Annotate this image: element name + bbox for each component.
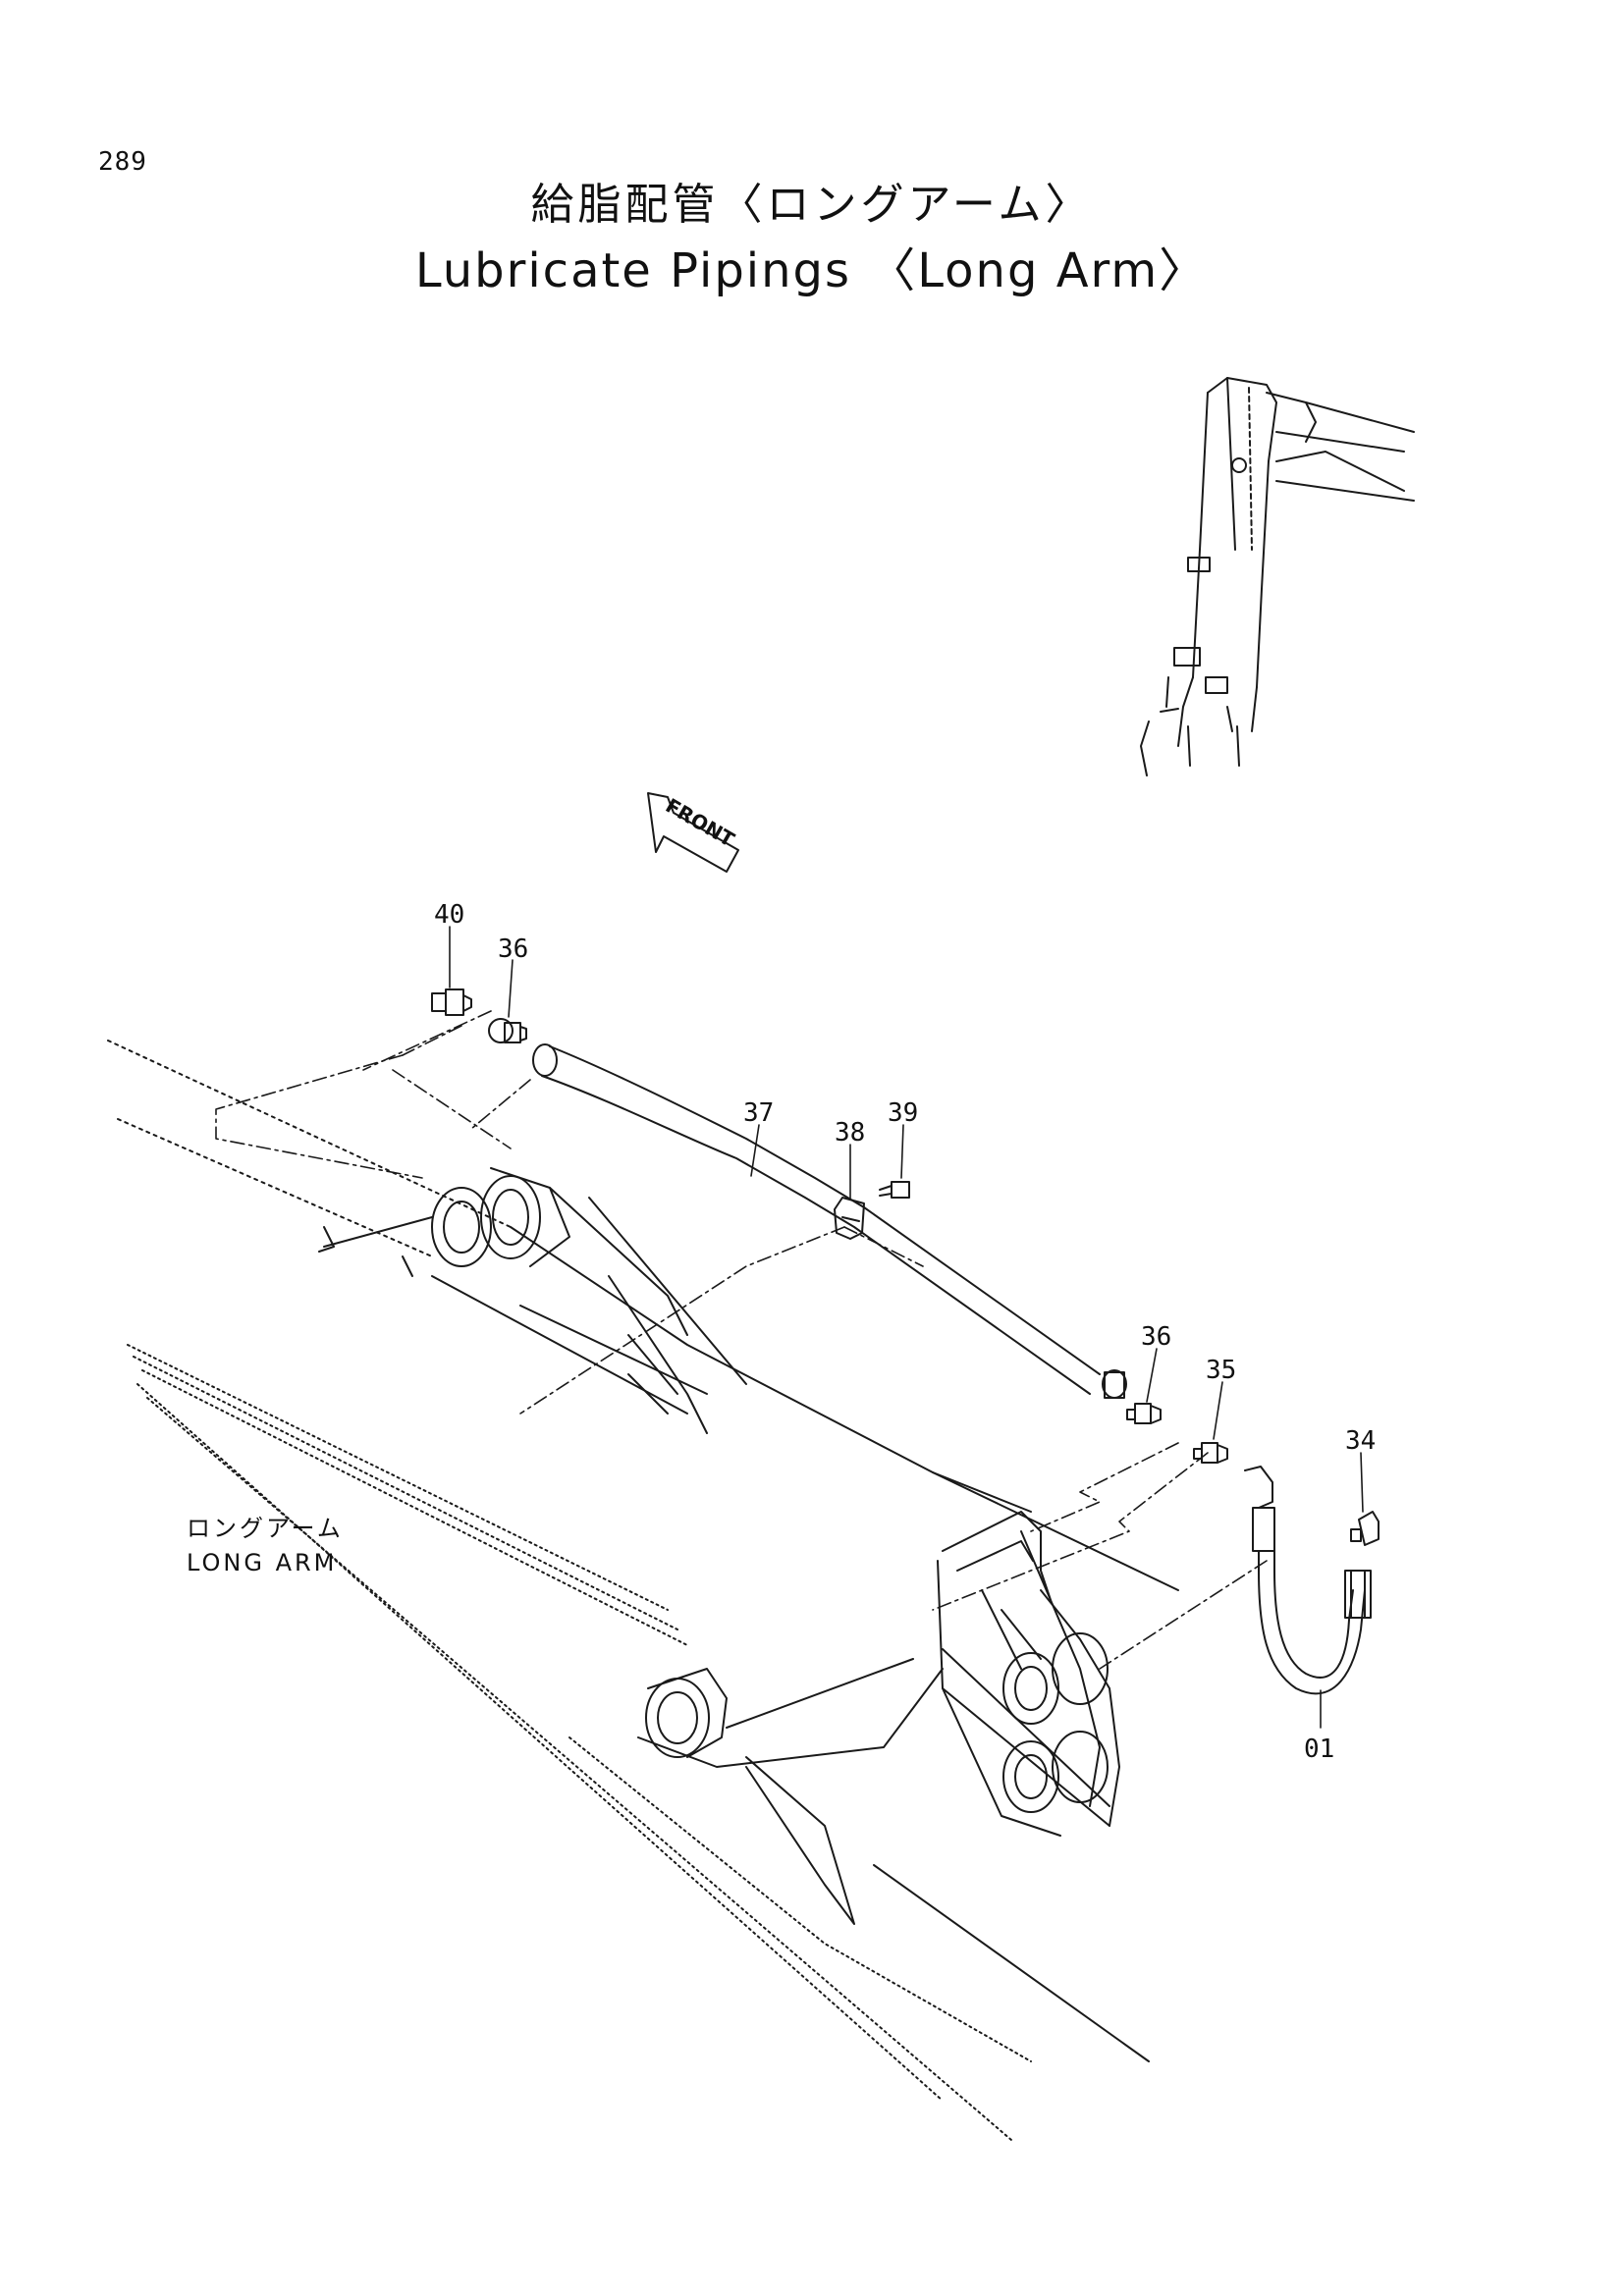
long-arm-label: ロングアーム LONG ARM [187, 1515, 344, 1576]
callout-36-upper: 36 [498, 934, 528, 964]
page-number: 289 [98, 147, 147, 177]
part-36-adapter-upper [488, 1018, 527, 1043]
long-arm-label-en: LONG ARM [187, 1549, 337, 1576]
part-34-elbow-fitting [1350, 1511, 1380, 1546]
callout-numbers: 40 36 37 38 39 36 35 34 01 [434, 900, 1376, 1764]
part-01-hose [1244, 1466, 1372, 1695]
upper-pin-boss [318, 1167, 747, 1434]
long-arm-body [107, 1040, 1179, 2141]
part-39-bolt [879, 1181, 910, 1199]
front-arrow: FRONT [647, 792, 739, 873]
part-40-grease-nipple [431, 988, 472, 1016]
part-37-pipe [532, 1043, 1127, 1399]
leader-lines [449, 926, 1364, 1729]
machine-inset-drawing [1140, 377, 1415, 776]
right-bracket [937, 1511, 1120, 1837]
callout-36-lower: 36 [1141, 1322, 1171, 1352]
part-38-clamp [834, 1197, 865, 1240]
callout-34: 34 [1345, 1426, 1376, 1456]
title-japanese: 給脂配管〈ロングアーム〉 [530, 180, 1093, 230]
front-arrow-label: FRONT [662, 793, 739, 851]
callout-35: 35 [1206, 1356, 1236, 1385]
part-36-adapter-lower [1126, 1403, 1162, 1424]
callout-39: 39 [888, 1098, 918, 1128]
assembly-guide-lines [215, 1010, 1268, 1670]
part-35-elbow [1193, 1442, 1228, 1464]
callout-38: 38 [835, 1118, 865, 1148]
title-english: Lubricate Pipings 〈Long Arm〉 [414, 243, 1209, 298]
callout-40: 40 [434, 900, 464, 930]
lower-pin-boss [637, 1658, 944, 1768]
callout-01: 01 [1304, 1735, 1334, 1764]
long-arm-label-jp: ロングアーム [187, 1515, 344, 1542]
callout-37: 37 [743, 1098, 774, 1128]
